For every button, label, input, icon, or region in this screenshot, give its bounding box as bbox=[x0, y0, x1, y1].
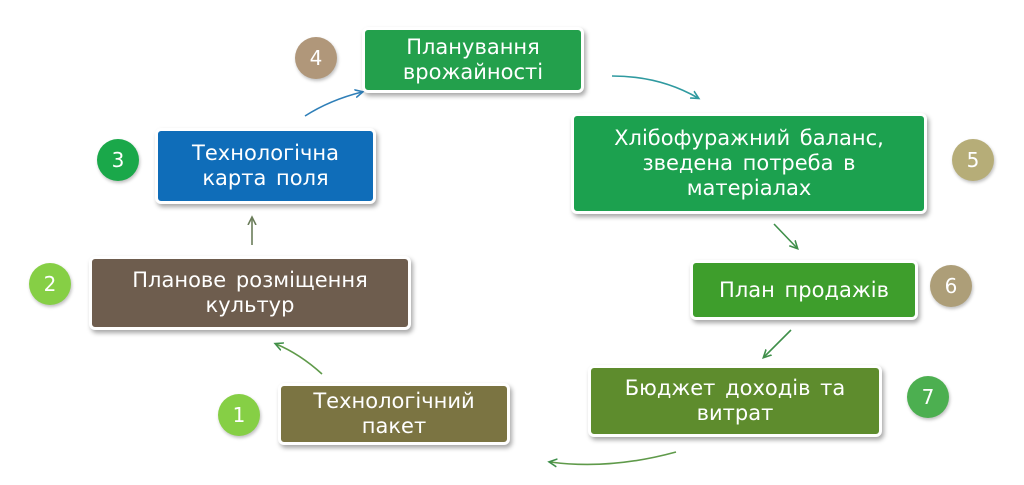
step-3-number-badge: 3 bbox=[97, 139, 139, 181]
step-4-number-badge: 4 bbox=[295, 37, 337, 79]
step-5-label-line3: матеріалах bbox=[686, 176, 812, 200]
step-5-number-badge: 5 bbox=[952, 139, 994, 181]
step-4-label-line1: Планування bbox=[406, 35, 540, 59]
step-7-number-badge: 7 bbox=[907, 376, 949, 418]
step-3-label-line1: Технологічна bbox=[192, 141, 339, 165]
step-1-label-line2: пакет bbox=[361, 414, 427, 438]
arrow-6-to-7 bbox=[764, 329, 792, 357]
step-5-label-line2: зведена потреба в bbox=[642, 151, 856, 175]
arrow-1-to-2 bbox=[276, 344, 323, 375]
step-4-label-line2: врожайності bbox=[402, 60, 544, 84]
arrow-3-to-4 bbox=[304, 92, 362, 117]
step-2-label-line2: культур bbox=[205, 293, 295, 317]
step-4-yield-planning: Планування врожайності bbox=[362, 27, 584, 93]
step-6-sales-plan: План продажів bbox=[690, 260, 918, 320]
arrow-5-to-6 bbox=[773, 223, 797, 248]
arrow-7-to-1 bbox=[550, 451, 677, 464]
step-1-label-line1: Технологічний bbox=[313, 389, 475, 413]
step-3-label-line2: карта поля bbox=[202, 166, 329, 190]
step-7-income-expense-budget: Бюджет доходів та витрат bbox=[588, 365, 882, 437]
arrow-4-to-5 bbox=[611, 75, 698, 98]
step-2-crop-placement: Планове розміщення культур bbox=[89, 256, 411, 330]
step-6-number-badge: 6 bbox=[930, 265, 972, 307]
step-7-label-line1: Бюджет доходів та bbox=[624, 376, 846, 400]
step-1-technology-package: Технологічний пакет bbox=[278, 383, 510, 445]
step-5-label-line1: Хлібофуражний баланс, bbox=[614, 126, 884, 150]
step-6-label-line1: План продажів bbox=[719, 277, 889, 302]
step-2-label-line1: Планове розміщення bbox=[132, 268, 368, 292]
step-7-label-line2: витрат bbox=[696, 401, 774, 425]
step-3-field-tech-map: Технологічна карта поля bbox=[155, 128, 376, 204]
step-2-number-badge: 2 bbox=[29, 263, 71, 305]
step-1-number-badge: 1 bbox=[218, 394, 260, 436]
step-5-grain-balance: Хлібофуражний баланс, зведена потреба в … bbox=[571, 113, 927, 214]
